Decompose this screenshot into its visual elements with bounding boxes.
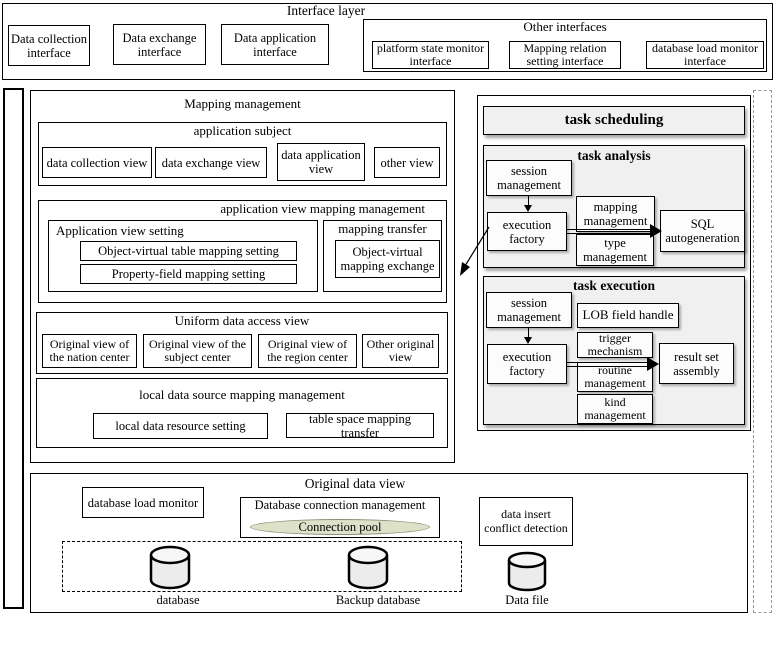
data-collection-interface-box: Data collection interface <box>8 25 90 66</box>
other-view-box: other view <box>374 147 440 178</box>
data-application-view-box: data application view <box>277 143 365 181</box>
lob-field-handle-box: LOB field handle <box>577 303 679 328</box>
connection-pool-ellipse: Connection pool <box>250 519 430 535</box>
application-view-setting-title: Application view setting <box>56 223 184 238</box>
task-analysis-title: task analysis <box>577 148 651 163</box>
application-view-mapping-management-title: application view mapping management <box>220 201 425 216</box>
table-space-mapping-transfer-box: table space mapping transfer <box>286 412 434 440</box>
data-collection-view-box: data collection view <box>42 147 152 178</box>
mapping-transfer-title: mapping transfer <box>338 221 427 236</box>
data-file-label: Data file <box>505 593 549 607</box>
task-execution-title: task execution <box>572 278 656 293</box>
other-interfaces-title: Other interfaces <box>523 19 607 34</box>
data-exchange-interface-box: Data exchange interface <box>113 24 206 65</box>
database-connection-management-title: Database connection management <box>254 498 426 512</box>
right-side-bar <box>753 90 772 613</box>
kind-management-box: kind management <box>577 394 653 424</box>
analysis-factory-to-sql-arrow <box>567 224 662 238</box>
analysis-session-management-box: session management <box>486 160 572 196</box>
trigger-mechanism-box: trigger mechanism <box>577 331 653 358</box>
other-original-view-box: Other original view <box>362 334 439 368</box>
local-data-resource-setting-box: local data resource setting <box>93 413 268 439</box>
analysis-type-management-box: type management <box>576 234 654 266</box>
data-application-interface-box: Data application interface <box>221 24 329 65</box>
application-subject-title: application subject <box>193 123 292 138</box>
analysis-session-to-factory-arrow <box>524 196 533 212</box>
analysis-sql-autogeneration-box: SQL autogeneration <box>660 210 745 252</box>
execution-factory-to-result-arrow <box>567 357 659 371</box>
execution-session-management-box: session management <box>486 292 572 328</box>
analysis-mapping-management-box: mapping management <box>576 196 655 232</box>
local-data-source-mapping-title: local data source mapping management <box>139 387 345 402</box>
data-insert-conflict-detection-box: data insert conflict detection <box>479 497 573 546</box>
database-load-monitor-interface-box: database load monitor interface <box>646 41 764 69</box>
database-group-dashed-box <box>62 541 462 592</box>
uniform-data-access-view-title: Uniform data access view <box>174 313 310 328</box>
original-data-view-title: Original data view <box>304 476 406 491</box>
interface-layer-title: Interface layer <box>286 3 366 18</box>
original-view-nation-center-box: Original view of the nation center <box>42 334 137 368</box>
data-exchange-view-box: data exchange view <box>155 147 267 178</box>
original-view-subject-center-box: Original view of the subject center <box>143 334 252 368</box>
mapping-management-title: Mapping management <box>184 96 301 111</box>
database-load-monitor-box: database load monitor <box>82 487 204 518</box>
object-virtual-mapping-exchange-box: Object-virtual mapping exchange <box>335 240 440 278</box>
mapping-relation-setting-interface-box: Mapping relation setting interface <box>509 41 621 69</box>
object-virtual-table-mapping-setting-box: Object-virtual table mapping setting <box>80 241 297 261</box>
backup-database-label: Backup database <box>335 593 421 607</box>
execution-factory-box: execution factory <box>487 344 567 384</box>
analysis-execution-factory-box: execution factory <box>487 212 567 251</box>
original-view-region-center-box: Original view of the region center <box>258 334 357 368</box>
execution-session-to-factory-arrow <box>524 328 533 344</box>
database-label: database <box>156 593 200 607</box>
left-side-bar <box>3 88 24 609</box>
property-field-mapping-setting-box: Property-field mapping setting <box>80 264 297 284</box>
platform-state-monitor-interface-box: platform state monitor interface <box>372 41 489 69</box>
task-scheduling-header: task scheduling <box>483 106 745 135</box>
result-set-assembly-box: result set assembly <box>659 343 734 384</box>
